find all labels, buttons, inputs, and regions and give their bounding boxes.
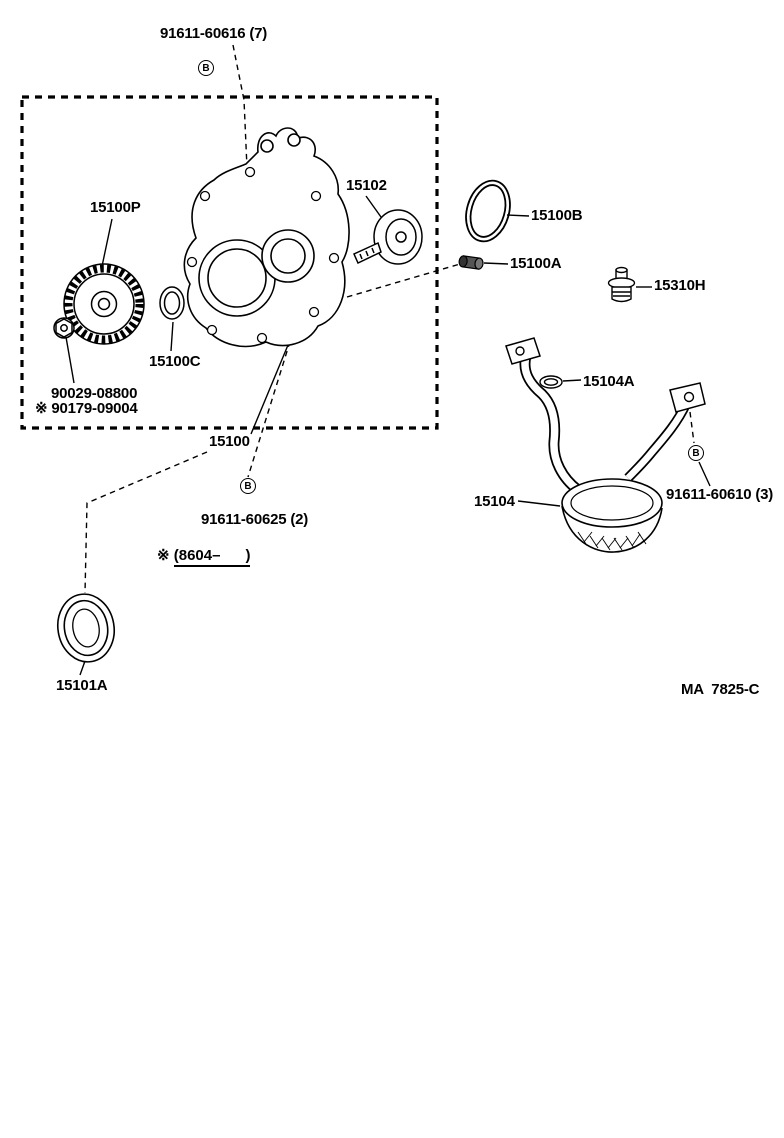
part-plug-15100A <box>458 255 484 270</box>
part-label-15102: 15102 <box>346 177 387 194</box>
strainer-mesh <box>577 531 647 551</box>
part-label-91611-60625: 91611-60625 (2) <box>201 511 309 528</box>
part-label-90179-09004: ※ 90179-09004 <box>35 400 138 417</box>
part-relief-valve-15310H <box>607 266 636 303</box>
bolt-holes <box>186 166 340 344</box>
part-label-91611-60610: 91611-60610 (3) <box>666 486 774 503</box>
part-label-15101A: 15101A <box>56 677 108 694</box>
dashed-leader-lines <box>84 44 695 594</box>
part-label-15100: 15100 <box>209 433 250 450</box>
part-gasket-15104A <box>539 375 563 389</box>
leader-lines <box>65 195 711 676</box>
part-label-15100A: 15100A <box>510 255 562 272</box>
part-o-ring-15100B <box>465 179 511 243</box>
bolt-marker-middle: B <box>240 478 256 494</box>
applicability-note: ※ (8604– ) <box>157 547 251 567</box>
part-label-15310H: 15310H <box>654 277 706 294</box>
bolt-marker-top: B <box>198 60 214 76</box>
part-oil-seal-15101A <box>57 593 115 663</box>
part-label-91611-60616: 91611-60616 (7) <box>160 25 268 42</box>
part-label-90029-08800: 90029-08800 <box>51 385 138 402</box>
part-label-15104A: 15104A <box>583 373 635 390</box>
part-label-15100C: 15100C <box>149 353 201 370</box>
bolt-letter: B <box>244 480 252 492</box>
drawing-code: MA 7825-C <box>681 681 760 698</box>
bolt-letter: B <box>202 62 210 74</box>
applicability-note-body: (8604– ) <box>173 547 251 567</box>
part-label-15100P: 15100P <box>90 199 141 216</box>
assembly-boundary-box <box>20 95 439 430</box>
part-drive-gear-15100P <box>53 263 145 345</box>
bolt-marker-right: B <box>688 445 704 461</box>
part-oil-pump-body-15100 <box>183 127 350 348</box>
bolt-letter: B <box>692 447 700 459</box>
part-pump-shaft-15102 <box>353 209 423 265</box>
part-label-15104: 15104 <box>474 493 515 510</box>
part-seal-ring-15100C <box>159 286 185 320</box>
gear-bolt-90029-08800 <box>53 317 75 339</box>
part-label-15100B: 15100B <box>531 207 583 224</box>
part-oil-strainer-15104 <box>505 337 706 553</box>
reference-mark: ※ <box>157 547 174 564</box>
